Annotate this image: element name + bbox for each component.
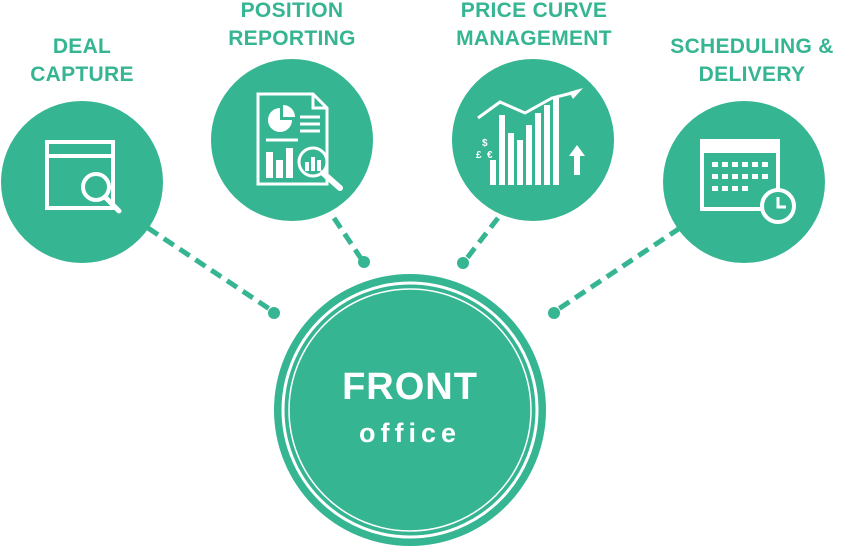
connector-position-reporting: [331, 216, 365, 262]
price-curve-label: PRICE CURVE MANAGEMENT: [436, 0, 632, 53]
front-office-subtitle: office: [358, 418, 461, 448]
front-office-node: [274, 274, 546, 546]
svg-text:€: €: [487, 150, 493, 161]
label-line: DEAL: [52, 35, 112, 58]
connector-dots: [268, 256, 560, 319]
label-line: CAPTURE: [30, 63, 134, 86]
connector-dot: [457, 257, 469, 269]
label-line: POSITION: [240, 0, 344, 22]
connector-price-curve: [462, 216, 500, 264]
label-line: REPORTING: [228, 27, 356, 50]
label-line: SCHEDULING &: [670, 35, 834, 58]
report-analysis-icon: [256, 92, 343, 191]
calendar-clock-icon: [700, 139, 796, 224]
price-curve-node: [452, 59, 614, 221]
connector-deal-capture: [146, 225, 276, 315]
scheduling-delivery-label: SCHEDULING & DELIVERY: [656, 33, 848, 89]
svg-text:$: $: [482, 138, 488, 149]
price-chart-icon: $ £ €: [476, 88, 585, 185]
front-office-title: FRONT: [342, 366, 478, 408]
label-line: DELIVERY: [698, 63, 806, 86]
connector-dot: [548, 307, 560, 319]
connectors: [146, 216, 682, 315]
position-reporting-label: POSITION REPORTING: [212, 0, 372, 53]
connector-dot: [358, 256, 370, 268]
connector-scheduling: [552, 225, 682, 315]
label-line: MANAGEMENT: [456, 27, 612, 50]
window-search-icon: [45, 140, 122, 214]
label-line: PRICE CURVE: [460, 0, 608, 22]
svg-text:£: £: [476, 150, 482, 161]
scheduling-delivery-node: [663, 101, 825, 263]
deal-capture-label: DEAL CAPTURE: [22, 33, 142, 89]
connector-dot: [268, 307, 280, 319]
